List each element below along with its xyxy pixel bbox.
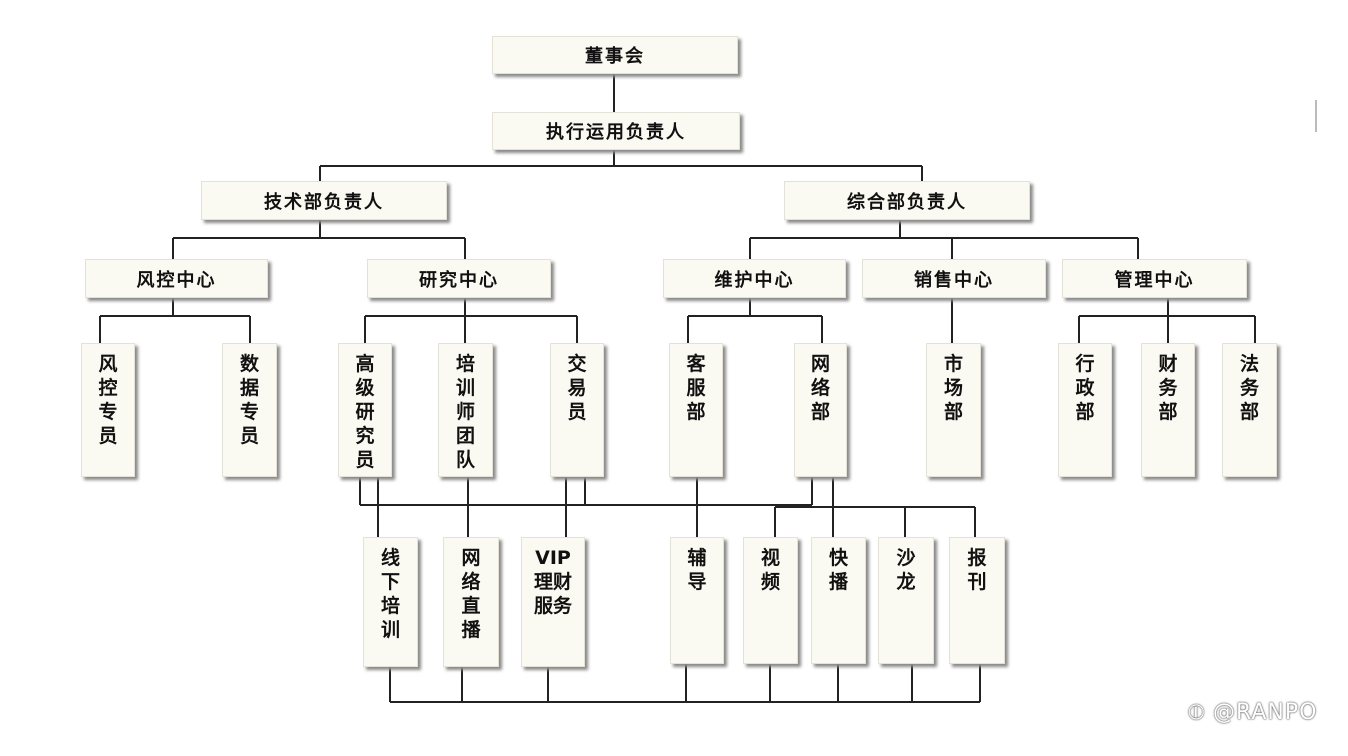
node-label: 维护中心 xyxy=(714,269,795,291)
node-exec: 执行运用负责人 xyxy=(492,112,740,150)
node-label: 线下培训 xyxy=(380,547,400,641)
node-label: 高级研究员 xyxy=(355,353,375,471)
node-board: 董事会 xyxy=(492,36,738,74)
node-legal: 法务部 xyxy=(1222,343,1277,477)
node-label: 执行运用负责人 xyxy=(546,122,686,143)
node-vip: VIP理财服务 xyxy=(521,537,585,667)
node-customer-service: 客服部 xyxy=(669,343,723,477)
node-label: 管理中心 xyxy=(1114,269,1195,291)
node-senior-researcher: 高级研究员 xyxy=(338,343,392,477)
node-sales-center: 销售中心 xyxy=(862,259,1046,298)
node-label: 销售中心 xyxy=(914,269,994,291)
watermark: ⦶ @RANPO xyxy=(1188,700,1318,725)
node-market: 市场部 xyxy=(926,343,981,477)
node-risk-center: 风控中心 xyxy=(85,259,268,298)
node-label: 风控专员 xyxy=(98,353,118,447)
node-network: 网络部 xyxy=(794,343,847,477)
node-label: 交易员 xyxy=(567,353,587,423)
node-label: 数据专员 xyxy=(239,353,259,447)
node-admin: 行政部 xyxy=(1058,343,1112,477)
node-label: 视频 xyxy=(760,547,780,593)
node-trainer-team: 培训师团队 xyxy=(438,343,493,477)
node-label: 综合部负责人 xyxy=(847,191,967,213)
node-salon: 沙龙 xyxy=(878,537,934,664)
node-label: 培训师团队 xyxy=(455,353,475,471)
node-label: 快播 xyxy=(828,547,848,593)
node-label: 辅导 xyxy=(687,547,707,593)
node-label: VIP理财服务 xyxy=(533,547,572,617)
node-label: 报刊 xyxy=(967,547,987,593)
node-maintain-center: 维护中心 xyxy=(663,259,846,298)
node-tutoring: 辅导 xyxy=(670,537,724,664)
node-label: 市场部 xyxy=(943,353,963,423)
node-label: 沙龙 xyxy=(896,547,916,593)
node-data-staff: 数据专员 xyxy=(222,343,277,477)
node-general-head: 综合部负责人 xyxy=(784,181,1030,220)
node-research-center: 研究中心 xyxy=(367,259,551,298)
node-flash: 快播 xyxy=(811,537,866,664)
node-risk-staff: 风控专员 xyxy=(81,343,135,477)
node-label: 网络直播 xyxy=(461,547,481,641)
node-label: 行政部 xyxy=(1075,353,1095,423)
node-manage-center: 管理中心 xyxy=(1062,259,1247,298)
edge-mark xyxy=(1315,100,1317,132)
node-trader: 交易员 xyxy=(550,343,604,477)
node-label: 风控中心 xyxy=(136,269,217,291)
node-live: 网络直播 xyxy=(443,537,499,667)
node-label: 网络部 xyxy=(810,353,830,423)
node-tech-head: 技术部负责人 xyxy=(201,181,447,220)
node-video: 视频 xyxy=(743,537,798,664)
node-label: 技术部负责人 xyxy=(264,191,384,213)
node-label: 客服部 xyxy=(686,353,706,423)
node-finance: 财务部 xyxy=(1141,343,1195,477)
node-offline-training: 线下培训 xyxy=(363,537,418,667)
node-label: 董事会 xyxy=(585,46,645,67)
node-journal: 报刊 xyxy=(949,537,1005,664)
node-label: 法务部 xyxy=(1239,353,1259,423)
node-label: 财务部 xyxy=(1158,353,1178,423)
node-label: 研究中心 xyxy=(419,269,499,291)
